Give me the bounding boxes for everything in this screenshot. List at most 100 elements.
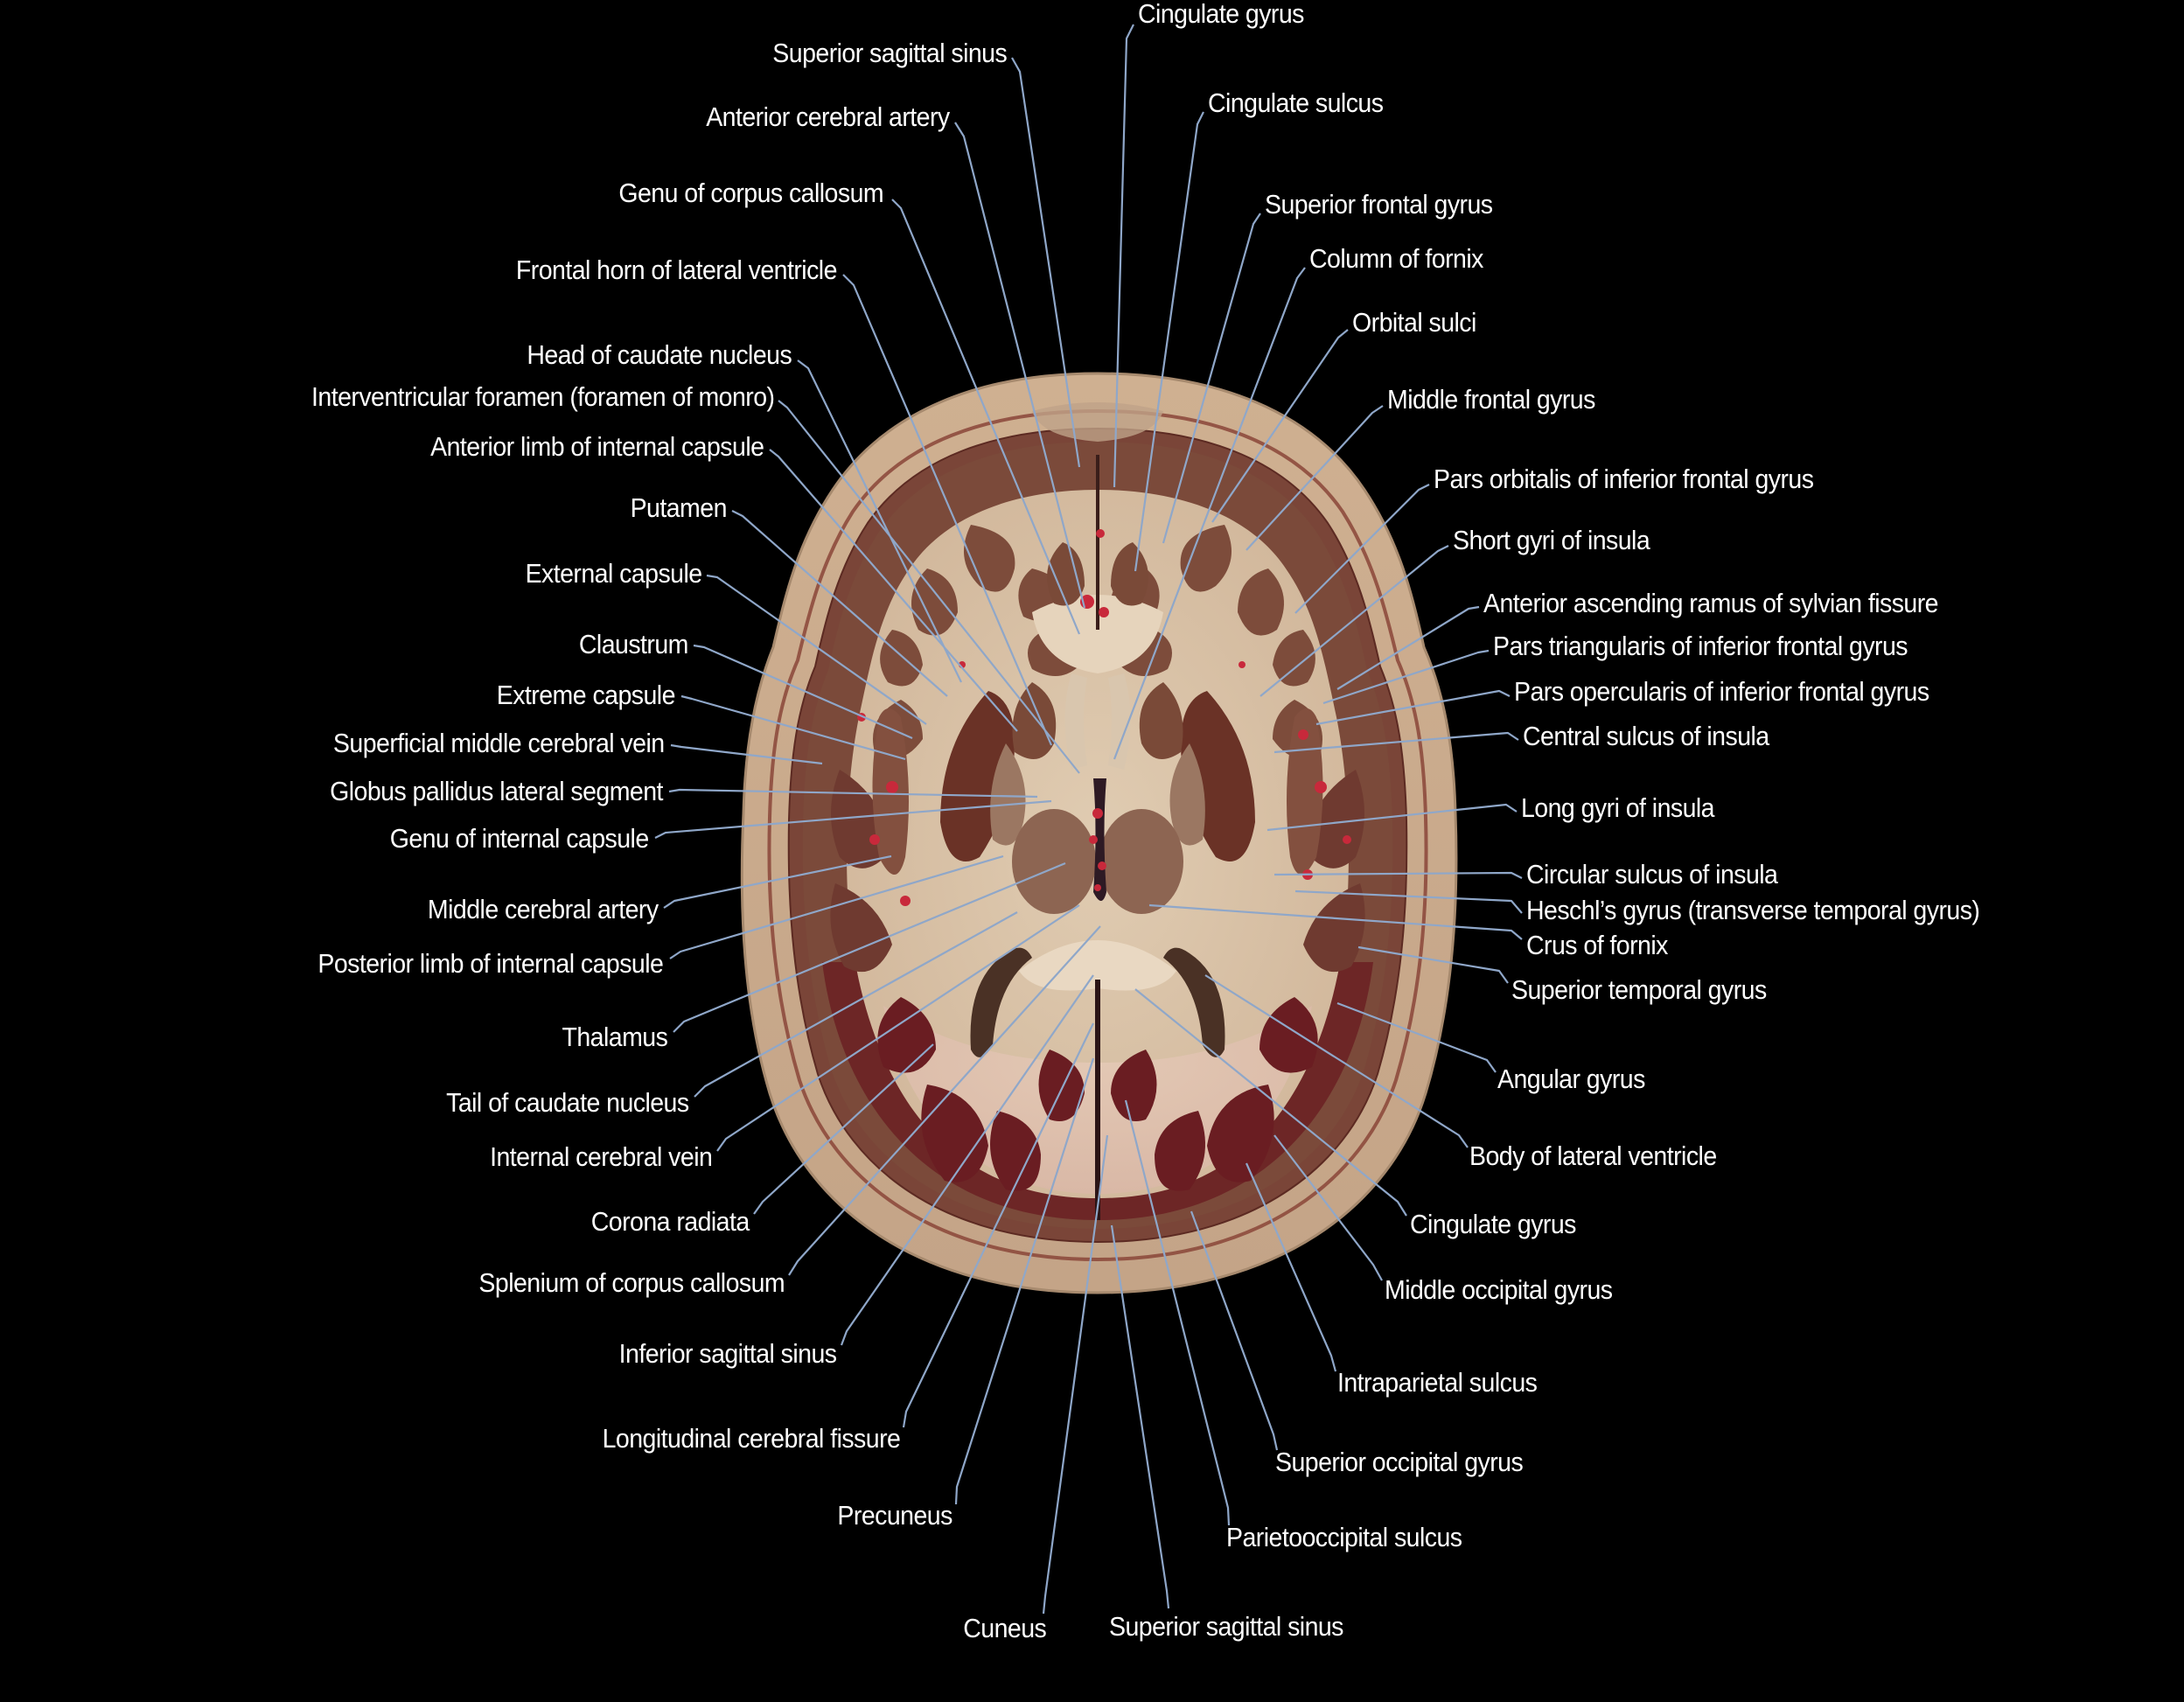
leader-line-external-capsule: [706, 574, 927, 725]
label-central-sulcus-of-insula: Central sulcus of insula: [1523, 721, 1769, 751]
leader-line-orbital-sulci: [1211, 329, 1349, 523]
label-heschls-gyrus: Heschl’s gyrus (transverse temporal gyru…: [1526, 895, 1980, 925]
leader-line-body-of-lateral-ventricle: [1204, 974, 1469, 1148]
label-superior-sagittal-sinus-top: Superior sagittal sinus: [772, 38, 1007, 68]
label-pars-orbitalis: Pars orbitalis of inferior frontal gyrus: [1434, 464, 1814, 494]
label-frontal-horn-of-lateral-ventricle: Frontal horn of lateral ventricle: [516, 255, 838, 285]
label-genu-of-corpus-callosum: Genu of corpus callosum: [618, 178, 883, 208]
label-internal-cerebral-vein: Internal cerebral vein: [489, 1141, 713, 1172]
leader-line-parietooccipital-sulcus: [1124, 1099, 1231, 1526]
label-long-gyri-of-insula: Long gyri of insula: [1521, 792, 1715, 823]
leader-line-middle-frontal-gyrus: [1246, 405, 1384, 551]
label-inferior-sagittal-sinus: Inferior sagittal sinus: [618, 1338, 836, 1369]
label-intraparietal-sulcus: Intraparietal sulcus: [1337, 1367, 1538, 1398]
leader-line-internal-cerebral-vein: [716, 904, 1080, 1152]
label-anterior-limb-of-internal-capsule: Anterior limb of internal capsule: [429, 431, 764, 462]
leader-line-corona-radiata: [753, 1043, 934, 1215]
leader-line-cingulate-sulcus: [1134, 111, 1204, 572]
label-circular-sulcus-of-insula: Circular sulcus of insula: [1526, 859, 1778, 889]
label-posterior-limb-of-internal-capsule: Posterior limb of internal capsule: [317, 948, 664, 979]
leader-line-intraparietal-sulcus: [1245, 1162, 1337, 1372]
label-genu-of-internal-capsule: Genu of internal capsule: [390, 823, 649, 854]
leader-line-putamen: [731, 510, 948, 697]
label-anterior-cerebral-artery: Anterior cerebral artery: [706, 101, 951, 132]
leader-line-angular-gyrus: [1336, 1001, 1497, 1073]
label-orbital-sulci: Orbital sulci: [1352, 307, 1476, 338]
leader-line-superior-occipital-gyrus: [1190, 1210, 1279, 1451]
label-claustrum: Claustrum: [579, 629, 689, 659]
leader-line-thalamus: [673, 861, 1066, 1033]
leader-line-superior-temporal-gyrus: [1357, 945, 1509, 984]
label-cuneus: Cuneus: [962, 1613, 1047, 1643]
label-extreme-capsule: Extreme capsule: [496, 680, 676, 710]
leader-line-inferior-sagittal-sinus: [840, 974, 1094, 1346]
label-middle-frontal-gyrus: Middle frontal gyrus: [1387, 384, 1595, 415]
leader-line-middle-cerebral-artery: [663, 854, 892, 909]
label-middle-cerebral-artery: Middle cerebral artery: [428, 894, 659, 924]
label-middle-occipital-gyrus: Middle occipital gyrus: [1385, 1274, 1613, 1305]
leader-line-genu-of-corpus-callosum: [891, 199, 1081, 635]
label-precuneus: Precuneus: [837, 1500, 953, 1531]
label-anterior-ascending-ramus: Anterior ascending ramus of sylvian fiss…: [1483, 588, 1939, 618]
label-superior-temporal-gyrus: Superior temporal gyrus: [1511, 974, 1767, 1005]
label-pars-triangularis: Pars triangularis of inferior frontal gy…: [1493, 631, 1908, 661]
label-longitudinal-cerebral-fissure: Longitudinal cerebral fissure: [602, 1423, 900, 1454]
leader-line-pars-triangularis: [1322, 649, 1490, 705]
leader-line-frontal-horn-of-lateral-ventricle: [842, 274, 1053, 746]
leader-line-anterior-ascending-ramus: [1336, 605, 1480, 690]
leader-line-interventricular-foramen: [778, 400, 1080, 774]
label-putamen: Putamen: [630, 492, 728, 523]
label-superficial-middle-cerebral-vein: Superficial middle cerebral vein: [333, 728, 665, 758]
leader-line-claustrum: [693, 644, 913, 740]
label-angular-gyrus: Angular gyrus: [1497, 1064, 1645, 1094]
cerebral-hemispheres: [802, 402, 1393, 1229]
label-corona-radiata: Corona radiata: [591, 1206, 750, 1237]
label-pars-opercularis: Pars opercularis of inferior frontal gyr…: [1514, 676, 1929, 707]
leader-line-anterior-cerebral-artery: [954, 122, 1086, 609]
label-cingulate-gyrus-bottom: Cingulate gyrus: [1410, 1209, 1576, 1239]
label-cingulate-gyrus-top: Cingulate gyrus: [1138, 0, 1304, 29]
label-cingulate-sulcus: Cingulate sulcus: [1208, 87, 1384, 118]
leader-line-longitudinal-cerebral-fissure: [902, 1022, 1094, 1428]
leader-line-pars-orbitalis: [1294, 484, 1430, 614]
label-short-gyri-of-insula: Short gyri of insula: [1453, 525, 1650, 555]
label-splenium-of-corpus-callosum: Splenium of corpus callosum: [478, 1267, 785, 1298]
label-external-capsule: External capsule: [525, 558, 703, 589]
leader-line-extreme-capsule: [680, 694, 906, 761]
label-head-of-caudate-nucleus: Head of caudate nucleus: [527, 339, 792, 370]
leader-line-cingulate-gyrus-bottom: [1134, 988, 1407, 1217]
leader-line-superior-sagittal-sinus-bottom: [1110, 1224, 1170, 1609]
leader-line-globus-pallidus-lateral-segment: [668, 788, 1038, 799]
leader-line-short-gyri-of-insula: [1259, 545, 1449, 697]
label-tail-of-caudate-nucleus: Tail of caudate nucleus: [446, 1087, 690, 1118]
leader-line-cingulate-gyrus-top: [1113, 24, 1134, 488]
label-superior-sagittal-sinus-bottom: Superior sagittal sinus: [1109, 1611, 1343, 1642]
leader-line-circular-sulcus-of-insula: [1273, 871, 1523, 879]
leader-line-superior-frontal-gyrus: [1162, 213, 1261, 544]
leader-line-heschls-gyrus: [1294, 889, 1523, 914]
label-superior-frontal-gyrus: Superior frontal gyrus: [1265, 189, 1493, 220]
label-body-of-lateral-ventricle: Body of lateral ventricle: [1469, 1140, 1717, 1171]
label-crus-of-fornix: Crus of fornix: [1526, 930, 1668, 960]
leader-line-superior-sagittal-sinus-top: [1011, 57, 1081, 468]
leader-line-posterior-limb-of-internal-capsule: [669, 854, 1004, 959]
label-column-of-fornix: Column of fornix: [1309, 243, 1483, 274]
leader-line-middle-occipital-gyrus: [1273, 1134, 1383, 1281]
leader-line-genu-of-internal-capsule: [654, 799, 1052, 839]
leader-line-cuneus: [1042, 1134, 1109, 1615]
label-thalamus: Thalamus: [562, 1022, 667, 1052]
leader-line-column-of-fornix: [1113, 267, 1306, 760]
leader-line-precuneus: [954, 1057, 1095, 1505]
label-globus-pallidus-lateral-segment: Globus pallidus lateral segment: [330, 776, 663, 806]
leader-line-tail-of-caudate-nucleus: [694, 911, 1018, 1098]
leader-line-superficial-middle-cerebral-vein: [670, 743, 823, 765]
label-interventricular-foramen: Interventricular foramen (foramen of mon…: [311, 381, 775, 412]
leader-line-splenium-of-corpus-callosum: [788, 925, 1101, 1276]
leader-line-anterior-limb-of-internal-capsule: [769, 449, 1018, 732]
label-parietooccipital-sulcus: Parietooccipital sulcus: [1226, 1522, 1462, 1552]
leader-line-long-gyri-of-insula: [1266, 803, 1518, 832]
leader-line-central-sulcus-of-insula: [1273, 731, 1519, 754]
